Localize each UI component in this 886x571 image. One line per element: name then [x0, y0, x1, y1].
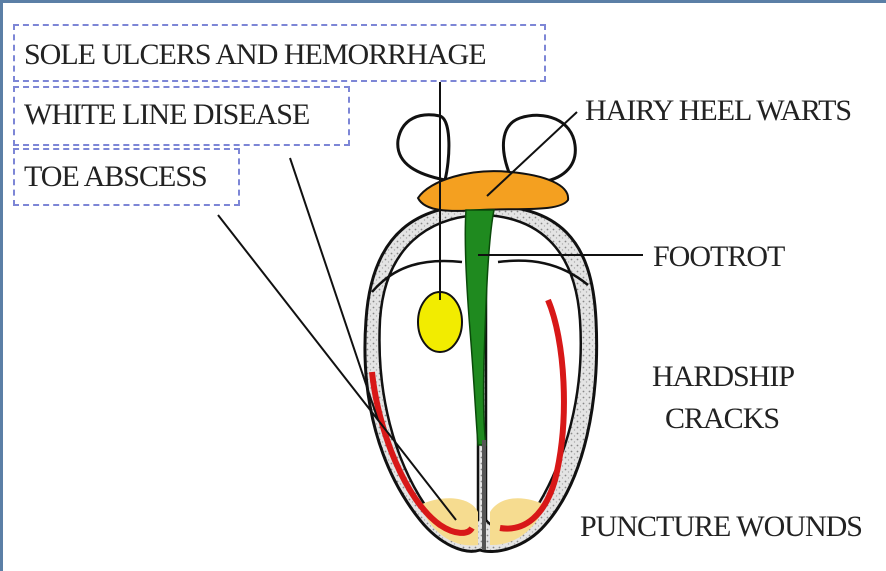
label-hairy-heel-warts: HAIRY HEEL WARTS [585, 96, 851, 126]
pointer-white-line [290, 158, 378, 420]
label-hardship-line1: HARDSHIP [652, 362, 794, 392]
label-footrot: FOOTROT [653, 242, 784, 272]
heel-bulb-left [398, 115, 449, 180]
label-white-line-disease: WHITE LINE DISEASE [24, 100, 309, 130]
sole-ulcer-spot [418, 292, 462, 352]
label-toe-abscess: TOE ABSCESS [24, 162, 207, 192]
label-puncture-wounds: PUNCTURE WOUNDS [580, 512, 862, 542]
label-sole-ulcers: SOLE ULCERS AND HEMORRHAGE [24, 40, 486, 70]
label-hardship-line2: CRACKS [665, 404, 779, 434]
